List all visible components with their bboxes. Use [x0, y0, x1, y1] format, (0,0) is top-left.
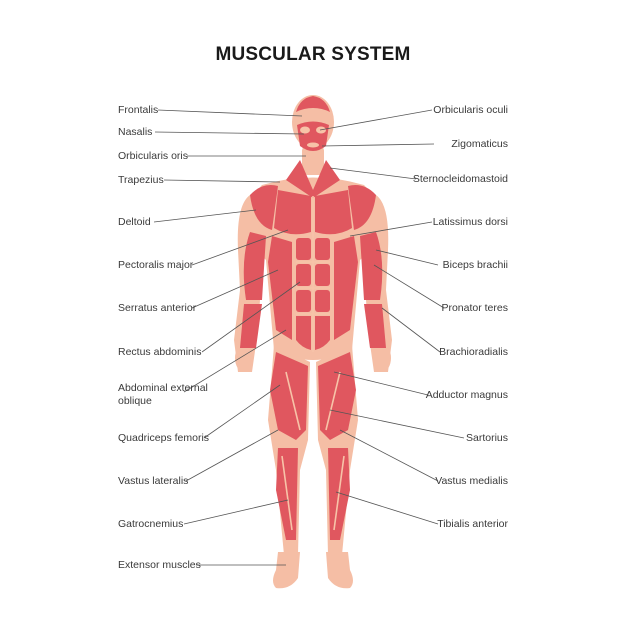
label-biceps-brachii: Biceps brachii	[442, 259, 508, 271]
label-deltoid: Deltoid	[118, 216, 151, 228]
label-trapezius: Trapezius	[118, 174, 164, 186]
label-nasalis: Nasalis	[118, 126, 153, 138]
label-vastus-medialis: Vastus medialis	[435, 475, 508, 487]
label-brachioradialis: Brachioradialis	[439, 346, 508, 358]
label-tibialis-anterior: Tibialis anterior	[437, 518, 508, 530]
label-orbicularis-oris: Orbicularis oris	[118, 150, 189, 162]
label-quadriceps-femoris: Quadriceps femoris	[118, 432, 210, 444]
label-sternocleidomastoid: Sternocleidomastoid	[412, 173, 508, 185]
label-sartorius: Sartorius	[465, 432, 508, 444]
muscle-definition-lines	[281, 196, 345, 531]
label-vastus-lateralis: Vastus lateralis	[118, 475, 189, 487]
label-gatrocnemius: Gatrocnemius	[118, 518, 184, 530]
label-rectus-abdominis: Rectus abdominis	[118, 346, 202, 358]
label-pronator-teres: Pronator teres	[441, 302, 508, 314]
label-oblique: oblique	[118, 395, 152, 407]
label-orbicularis-oculi: Orbicularis oculi	[433, 104, 508, 116]
label-abdominal-external: Abdominal external	[118, 382, 208, 394]
label-adductor-magnus: Adductor magnus	[425, 389, 508, 401]
label-zigomaticus: Zigomaticus	[451, 138, 508, 150]
diagram-title: MUSCULAR SYSTEM	[215, 44, 411, 65]
leader-lines	[153, 109, 465, 566]
muscle-layer	[240, 96, 386, 540]
label-serratus-anterior: Serratus anterior	[118, 302, 197, 314]
label-latissimus-dorsi: Latissimus dorsi	[432, 216, 508, 228]
label-extensor-muscles: Extensor muscles	[118, 559, 201, 571]
label-frontalis: Frontalis	[118, 104, 159, 116]
label-pectoralis-major: Pectoralis major	[118, 259, 194, 271]
